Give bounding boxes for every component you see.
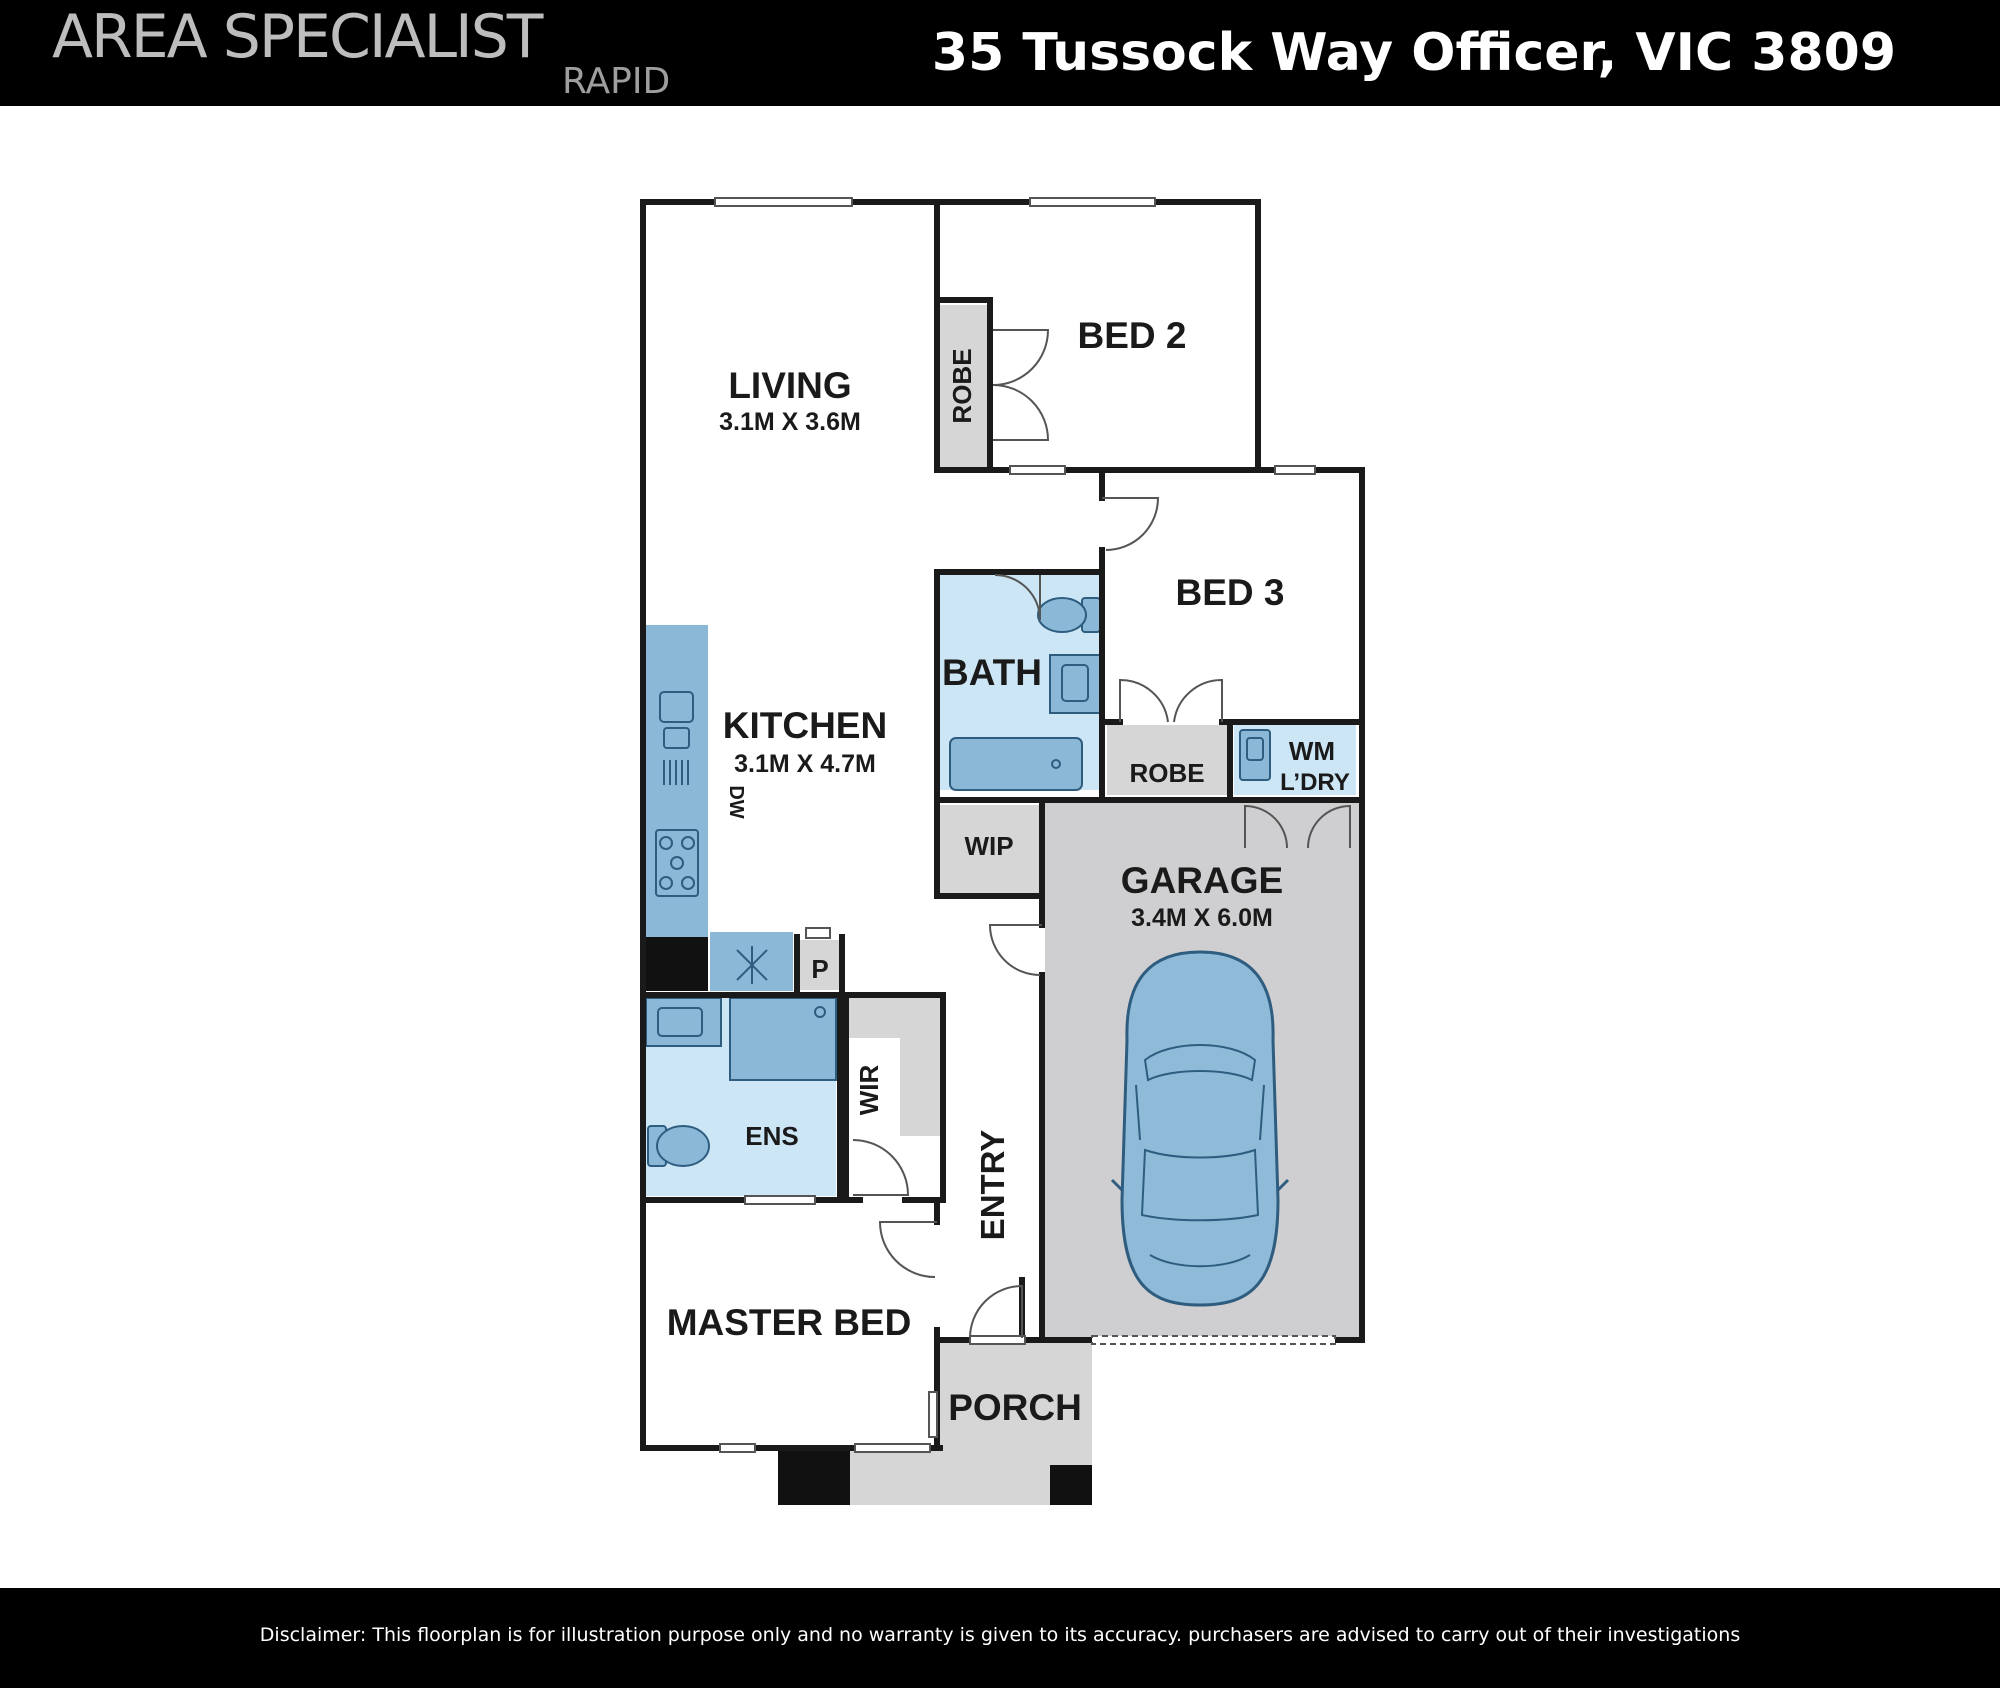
dishwasher-label: DW (725, 785, 747, 818)
logo: AREA SPECIALIST (52, 2, 543, 72)
property-address: 35 Tussock Way Officer, VIC 3809 (931, 23, 1896, 83)
wir-label: WIR (854, 1065, 884, 1116)
robe-bed3-label: ROBE (1129, 758, 1204, 788)
porch-pillar-left (778, 1447, 850, 1505)
windows (714, 197, 1336, 1453)
living-size: 3.1M X 3.6M (719, 408, 861, 436)
robe-bed2-label: ROBE (947, 348, 977, 423)
bath-toilet-icon (1037, 597, 1101, 633)
master-bed-label: MASTER BED (667, 1302, 912, 1343)
ensuite-label: ENS (745, 1121, 798, 1151)
cooktop-icon (655, 829, 699, 897)
laundry-tub-icon (1239, 729, 1271, 781)
header-bar: AREA SPECIALIST RAPID 35 Tussock Way Off… (0, 0, 2000, 106)
ensuite-vanity-icon (645, 997, 722, 1047)
doors (805, 329, 1351, 1339)
kitchen-size: 3.1M X 4.7M (734, 750, 876, 778)
bathtub-icon (949, 737, 1083, 791)
car-icon (1110, 950, 1290, 1307)
walls (640, 199, 1365, 1451)
exhaust-fan-icon (736, 946, 768, 984)
bed3-label: BED 3 (1176, 572, 1285, 613)
living-label: LIVING (728, 365, 851, 406)
logo-subtitle: RAPID (562, 61, 671, 102)
footer-bar: Disclaimer: This floorplan is for illust… (0, 1588, 2000, 1688)
laundry-label: L’DRY (1280, 769, 1350, 796)
ensuite-toilet-icon (647, 1125, 710, 1167)
shower-icon (729, 997, 837, 1081)
wip-label: WIP (964, 831, 1013, 861)
robe-bed2-floor (940, 305, 988, 467)
garage-size: 3.4M X 6.0M (1131, 904, 1273, 932)
bath-vanity-icon (1049, 654, 1103, 714)
kitchen-label: KITCHEN (723, 705, 887, 746)
porch-label: PORCH (948, 1387, 1082, 1428)
garage-label: GARAGE (1121, 860, 1283, 901)
wm-label: WM (1289, 736, 1335, 766)
fridge-space (646, 937, 708, 991)
kitchen-sink-icon (659, 691, 694, 785)
floor-plan: LIVING 3.1M X 3.6M BED 2 ROBE BED 3 BATH… (640, 197, 1365, 1505)
pantry-label: P (811, 954, 828, 984)
pantry-floor (800, 940, 840, 990)
bed2-label: BED 2 (1078, 315, 1187, 356)
wir-floor (846, 998, 940, 1136)
robe-bed3-floor (1107, 725, 1227, 795)
porch-pillar-right (1050, 1465, 1092, 1505)
entry-label: ENTRY (974, 1130, 1011, 1241)
bath-label: BATH (942, 652, 1042, 693)
disclaimer: Disclaimer: This floorplan is for illust… (259, 1624, 1741, 1646)
porch-floor (850, 1340, 1092, 1505)
wip-floor (940, 805, 1040, 893)
